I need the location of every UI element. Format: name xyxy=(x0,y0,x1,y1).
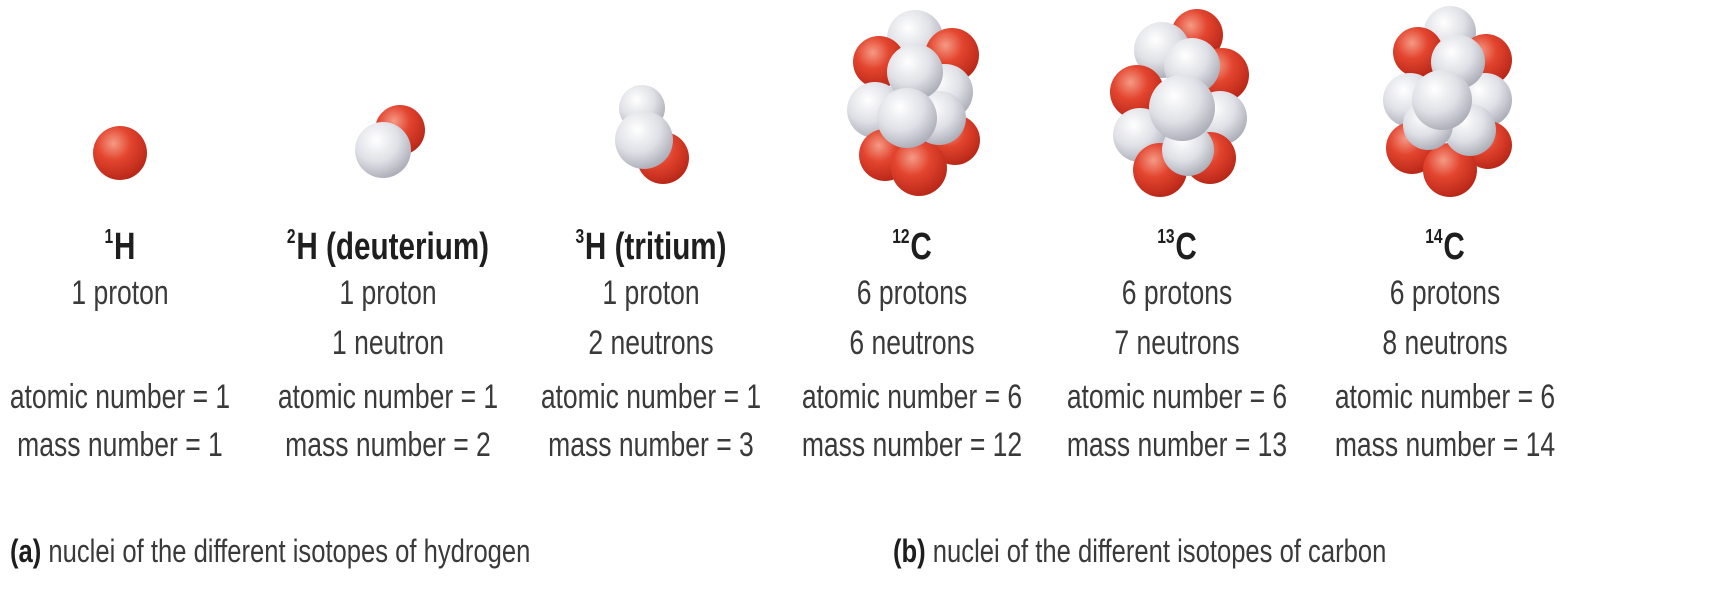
atomic-number: atomic number = 6 xyxy=(1066,378,1288,416)
neutron-count: 1 neutron xyxy=(331,324,445,362)
nucleus-c13 xyxy=(1032,0,1322,215)
atomic-number: atomic number = 6 xyxy=(1334,378,1556,416)
isotope-h2: 2H (deuterium) 1 proton 1 neutron atomic… xyxy=(243,0,533,520)
proton-count: 6 protons xyxy=(1121,274,1233,312)
caption-label: (b) xyxy=(893,533,926,569)
caption-text: nuclei of the different isotopes of carb… xyxy=(925,533,1387,569)
isotope-c14: 14C 6 protons 8 neutrons atomic number =… xyxy=(1300,0,1590,520)
neutron-count: 6 neutrons xyxy=(849,324,975,362)
isotope-symbol: 13C xyxy=(1157,226,1197,268)
isotope-symbol: 3H (tritium) xyxy=(575,226,727,268)
neutron-count: 2 neutrons xyxy=(588,324,714,362)
proton-count: 1 proton xyxy=(71,274,169,312)
proton-count: 6 protons xyxy=(856,274,968,312)
proton-count: 1 proton xyxy=(602,274,700,312)
proton-count: 1 proton xyxy=(339,274,437,312)
isotope-symbol: 1H xyxy=(104,226,136,268)
isotope-c12: 12C 6 protons 6 neutrons atomic number =… xyxy=(767,0,1057,520)
atomic-number: atomic number = 6 xyxy=(801,378,1023,416)
mass-number: mass number = 3 xyxy=(548,426,754,464)
proton xyxy=(1423,143,1477,197)
neutron xyxy=(1149,75,1215,141)
caption-label: (a) xyxy=(10,533,42,569)
mass-number: mass number = 12 xyxy=(801,426,1023,464)
nucleus-h2 xyxy=(243,0,533,215)
isotope-symbol: 12C xyxy=(892,226,932,268)
atomic-number: atomic number = 1 xyxy=(9,378,231,416)
nucleus-c14 xyxy=(1300,0,1590,215)
neutron-count: 8 neutrons xyxy=(1382,324,1508,362)
proton-count: 6 protons xyxy=(1389,274,1501,312)
isotope-symbol: 14C xyxy=(1425,226,1465,268)
atomic-number: atomic number = 1 xyxy=(540,378,762,416)
proton xyxy=(93,126,147,180)
nucleus-h1 xyxy=(0,0,265,215)
proton xyxy=(891,140,947,196)
nucleus-h3 xyxy=(506,0,796,215)
caption-hydrogen: (a) nuclei of the different isotopes of … xyxy=(10,533,530,570)
mass-number: mass number = 2 xyxy=(285,426,491,464)
proton xyxy=(1393,27,1443,77)
isotope-c13: 13C 6 protons 7 neutrons atomic number =… xyxy=(1032,0,1322,520)
mass-number: mass number = 14 xyxy=(1334,426,1556,464)
neutron xyxy=(1412,70,1472,130)
isotope-symbol: 2H (deuterium) xyxy=(286,226,490,268)
mass-number: mass number = 1 xyxy=(17,426,223,464)
caption-carbon: (b) nuclei of the different isotopes of … xyxy=(893,533,1386,570)
neutron xyxy=(355,122,411,178)
neutron-count: 7 neutrons xyxy=(1114,324,1240,362)
isotope-h1: 1H 1 proton atomic number = 1 mass numbe… xyxy=(0,0,265,520)
atomic-number: atomic number = 1 xyxy=(277,378,499,416)
isotope-h3: 3H (tritium) 1 proton 2 neutrons atomic … xyxy=(506,0,796,520)
caption-text: nuclei of the different isotopes of hydr… xyxy=(41,533,531,569)
mass-number: mass number = 13 xyxy=(1066,426,1288,464)
neutron xyxy=(615,111,673,169)
neutron xyxy=(887,44,943,100)
neutron xyxy=(877,88,937,148)
nucleus-c12 xyxy=(767,0,1057,215)
